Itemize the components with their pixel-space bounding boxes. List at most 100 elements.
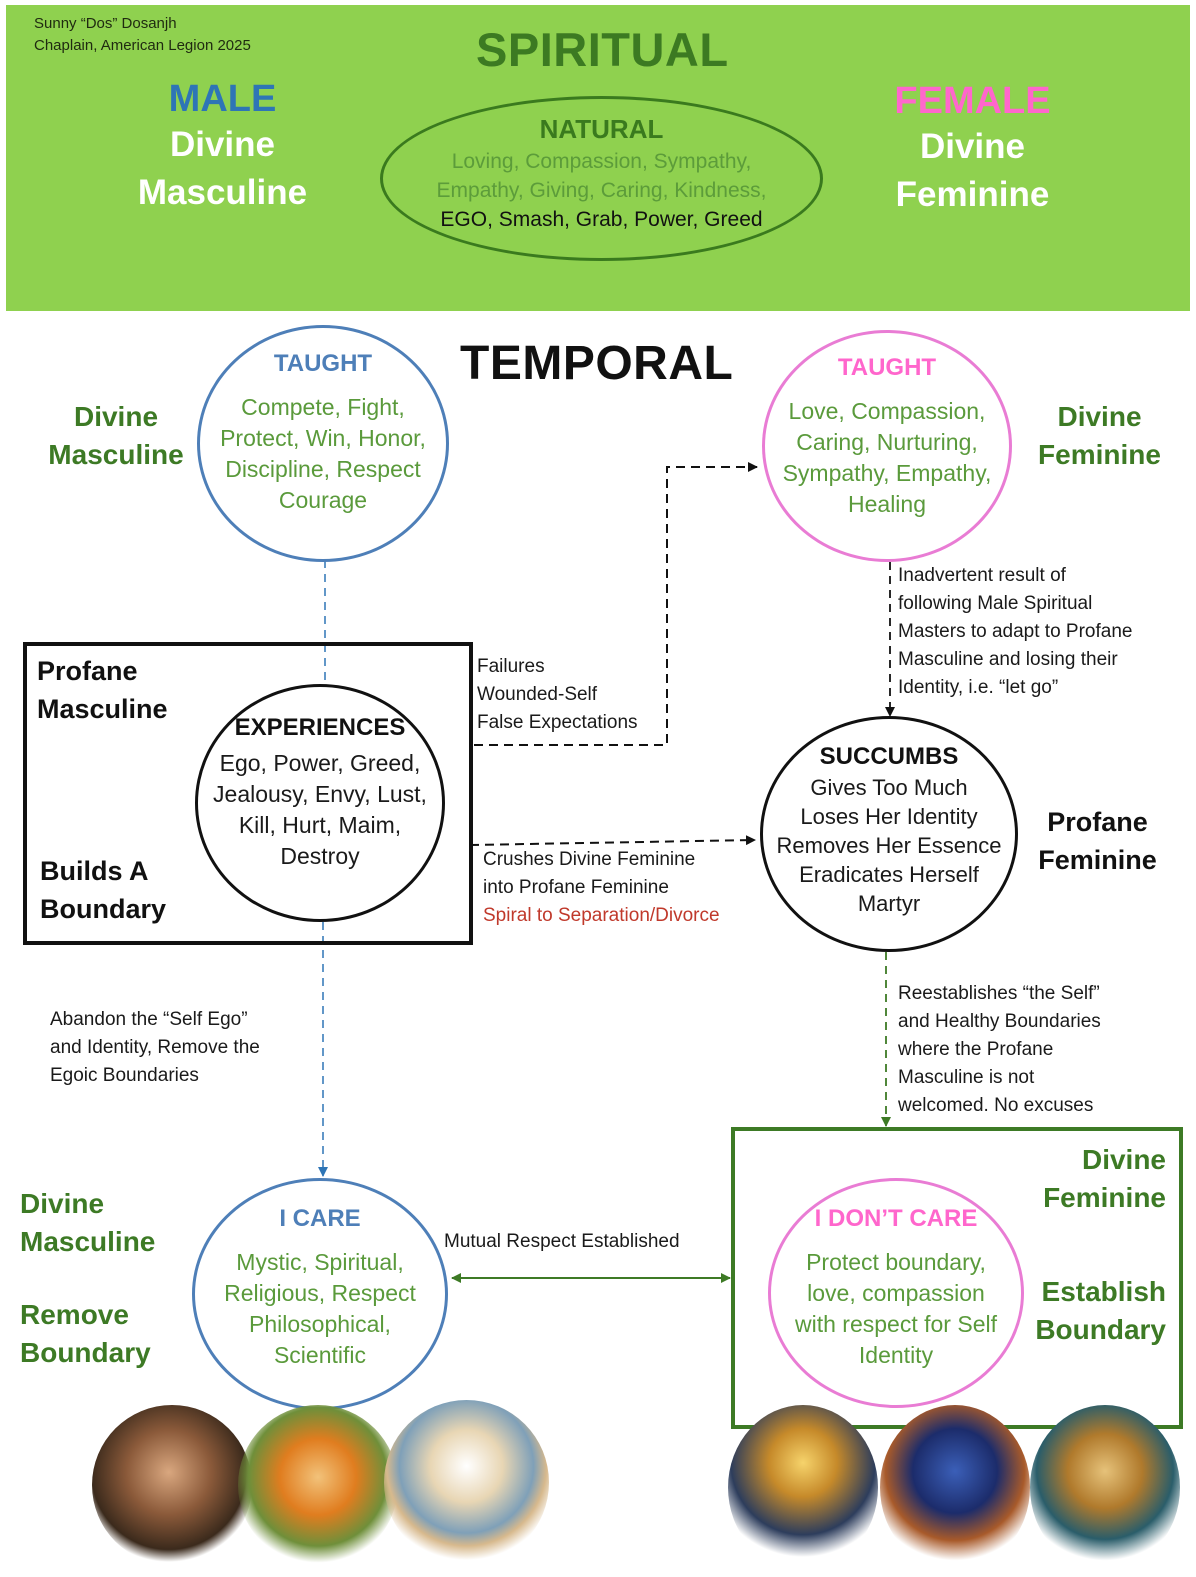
remove-text: Remove (20, 1299, 129, 1330)
reestablish-line: welcomed. No excuses (898, 1095, 1094, 1116)
spiral-divorce-text: Spiral to Separation/Divorce (483, 905, 720, 926)
taught-male-line: Discipline, Respect (225, 456, 421, 482)
masculine-text: Masculine (20, 1226, 156, 1257)
builds-boundary-label: Builds A Boundary (40, 852, 166, 928)
divine-text: Divine (1081, 1144, 1166, 1175)
spiritual-male-label: MALE Divine Masculine (130, 78, 315, 217)
spiritual-title: SPIRITUAL (476, 23, 729, 76)
feminine-text: Feminine (1043, 1182, 1166, 1213)
bottom-left-divine-label: Divine Masculine (20, 1185, 155, 1261)
abandon-line: Abandon the “Self Ego” (50, 1009, 248, 1030)
male-heading: MALE (168, 78, 277, 120)
divine-text: Divine (20, 1188, 105, 1219)
spiritual-master-portrait-3 (384, 1400, 549, 1565)
failures-note: Failures Wounded-Self False Expectations (477, 653, 638, 737)
succumbs-title: SUCCUMBS (819, 743, 959, 770)
experiences-line: Kill, Hurt, Maim, (238, 812, 402, 838)
author-credit: Sunny “Dos” Dosanjh Chaplain, American L… (34, 13, 251, 57)
failures-line: False Expectations (477, 712, 638, 733)
inadvertent-note: Inadvertent result of following Male Spi… (898, 562, 1132, 702)
failures-line: Failures (477, 656, 545, 677)
experiences-line: Destroy (280, 843, 360, 869)
icare-line: Mystic, Spiritual, (236, 1249, 404, 1275)
remove-boundary-label: Remove Boundary (20, 1296, 151, 1372)
masculine-text: Masculine (37, 694, 168, 724)
inadvertent-line: Masters to adapt to Profane (898, 621, 1133, 642)
goddess-portrait-3 (1030, 1405, 1180, 1570)
experiences-title: EXPERIENCES (234, 714, 406, 741)
taught-female-line: Caring, Nurturing, (796, 429, 978, 455)
succumbs-line: Gives Too Much (810, 775, 968, 800)
taught-male-line: Compete, Fight, (241, 394, 405, 420)
taught-female-circle (762, 330, 1012, 562)
profane-masculine-label: Profane Masculine (37, 652, 168, 728)
succumbs-line: Eradicates Herself (799, 862, 979, 887)
taught-female-line: Love, Compassion, (788, 398, 986, 424)
natural-title: NATURAL (539, 114, 664, 144)
dontcare-circle (768, 1178, 1024, 1408)
taught-female-content: TAUGHT Love, Compassion, Caring, Nurturi… (762, 354, 1012, 520)
author-title: Chaplain, American Legion 2025 (34, 37, 251, 54)
succumbs-content: SUCCUMBS Gives Too Much Loses Her Identi… (760, 743, 1018, 918)
succumbs-line: Removes Her Essence (776, 833, 1002, 858)
reestablish-line: Masculine is not (898, 1067, 1035, 1088)
inadvertent-line: Masculine and losing their (898, 649, 1118, 670)
icare-content: I CARE Mystic, Spiritual, Religious, Res… (192, 1205, 448, 1371)
succumbs-line: Martyr (857, 891, 921, 916)
dontcare-line: Identity (858, 1342, 934, 1368)
female-divine-text: Divine (919, 127, 1026, 166)
profane-feminine-label: Profane Feminine (1030, 803, 1165, 879)
inadvertent-line: Inadvertent result of (898, 565, 1066, 586)
right-feminine-text: Feminine (1038, 439, 1161, 470)
natural-line-3: EGO, Smash, Grab, Power, Greed (440, 208, 763, 231)
icare-circle (192, 1178, 448, 1410)
taught-female-title: TAUGHT (837, 354, 937, 381)
natural-line-2: Empathy, Giving, Caring, Kindness, (436, 179, 767, 202)
female-feminine-text: Feminine (895, 175, 1050, 214)
boundary-text: Boundary (40, 894, 167, 924)
taught-female-line: Healing (848, 491, 926, 517)
taught-male-content: TAUGHT Compete, Fight, Protect, Win, Hon… (197, 350, 449, 516)
male-masculine-text: Masculine (137, 173, 308, 212)
experiences-line: Ego, Power, Greed, (219, 750, 421, 776)
dontcare-line: with respect for Self (795, 1311, 997, 1337)
dontcare-line: love, compassion (807, 1280, 985, 1306)
succumbs-circle (760, 716, 1018, 952)
natural-content: NATURAL Loving, Compassion, Sympathy, Em… (390, 114, 813, 234)
left-masculine-text: Masculine (48, 439, 184, 470)
taught-male-circle (197, 325, 449, 562)
reestablish-line: where the Profane (898, 1039, 1054, 1060)
establish-boundary-label: Establish Boundary (1030, 1273, 1166, 1349)
left-divine-text: Divine (73, 401, 159, 432)
dontcare-content: I DON’T CARE Protect boundary, love, com… (768, 1205, 1024, 1371)
experiences-content: EXPERIENCES Ego, Power, Greed, Jealousy,… (195, 714, 445, 872)
goddess-portrait-1 (728, 1405, 878, 1570)
abandon-note: Abandon the “Self Ego” and Identity, Rem… (50, 1006, 260, 1090)
natural-line-1: Loving, Compassion, Sympathy, (451, 150, 752, 173)
icare-line: Scientific (273, 1342, 367, 1368)
crushes-arrow (469, 835, 756, 846)
experiences-circle (195, 684, 445, 922)
right-divine-text: Divine (1057, 401, 1142, 432)
dontcare-title: I DON’T CARE (814, 1205, 978, 1232)
crushes-line: Crushes Divine Feminine (483, 849, 696, 870)
temporal-left-label: Divine Masculine (40, 398, 192, 474)
boundary-text: Boundary (1035, 1314, 1166, 1345)
failures-line: Wounded-Self (477, 684, 598, 705)
icare-line: Religious, Respect (224, 1280, 416, 1306)
goddess-portrait-2 (880, 1405, 1030, 1570)
author-name: Sunny “Dos” Dosanjh (34, 15, 177, 32)
reestablish-line: Reestablishes “the Self” (898, 983, 1100, 1004)
failures-to-taught-female-arrow (474, 462, 758, 746)
spiritual-master-portrait-1 (92, 1405, 252, 1565)
inadvertent-line: following Male Spiritual (898, 593, 1093, 614)
spiritual-female-label: FEMALE Divine Feminine (885, 80, 1060, 219)
feminine-text: Feminine (1038, 845, 1157, 875)
abandon-line: Egoic Boundaries (50, 1065, 199, 1086)
builds-a-text: Builds A (40, 856, 149, 886)
profane-masculine-box (23, 642, 473, 945)
temporal-right-label: Divine Feminine (1032, 398, 1167, 474)
crushes-note: Crushes Divine Feminine into Profane Fem… (483, 846, 720, 930)
taught-male-title: TAUGHT (273, 350, 373, 377)
